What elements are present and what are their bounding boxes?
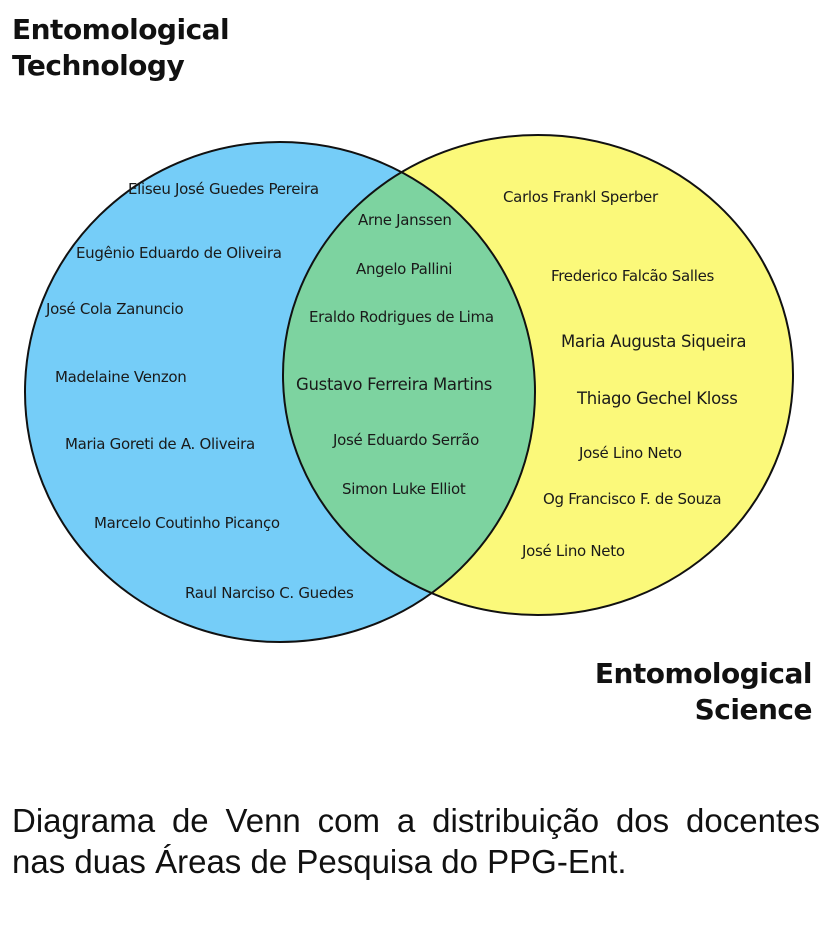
shared-member: Simon Luke Elliot (342, 480, 466, 498)
shared-member: Arne Janssen (358, 211, 452, 229)
science-member: Frederico Falcão Salles (551, 267, 715, 285)
shared-member: Gustavo Ferreira Martins (296, 375, 493, 394)
shared-member: José Eduardo Serrão (333, 431, 479, 449)
overlap-region (283, 142, 535, 615)
technology-set-label: Entomological Technology (12, 12, 230, 84)
technology-member: Madelaine Venzon (55, 368, 187, 386)
technology-member: Eugênio Eduardo de Oliveira (76, 244, 282, 262)
technology-label-line2: Technology (12, 49, 185, 82)
science-member: Carlos Frankl Sperber (503, 188, 658, 206)
science-circle-outline (282, 134, 794, 616)
science-member: Thiago Gechel Kloss (577, 389, 738, 408)
technology-label-line1: Entomological (12, 13, 230, 46)
technology-member: José Cola Zanuncio (46, 300, 184, 318)
technology-circle-outline (24, 141, 536, 643)
science-member: José Lino Neto (579, 444, 682, 462)
science-label-line2: Science (694, 693, 813, 726)
shared-member: Eraldo Rodrigues de Lima (309, 308, 494, 326)
technology-member: Maria Goreti de A. Oliveira (65, 435, 255, 453)
technology-member: Raul Narciso C. Guedes (185, 584, 354, 602)
science-member: Og Francisco F. de Souza (543, 490, 722, 508)
shared-member: Angelo Pallini (356, 260, 453, 278)
science-label-line1: Entomological (594, 657, 813, 690)
figure-caption: Diagrama de Venn com a distribuição dos … (12, 802, 820, 880)
technology-member: Eliseu José Guedes Pereira (128, 180, 319, 198)
science-member: José Lino Neto (522, 542, 625, 560)
science-set-label: Entomological Science (594, 656, 813, 728)
technology-member: Marcelo Coutinho Picanço (94, 514, 280, 532)
science-member: Maria Augusta Siqueira (561, 332, 747, 351)
